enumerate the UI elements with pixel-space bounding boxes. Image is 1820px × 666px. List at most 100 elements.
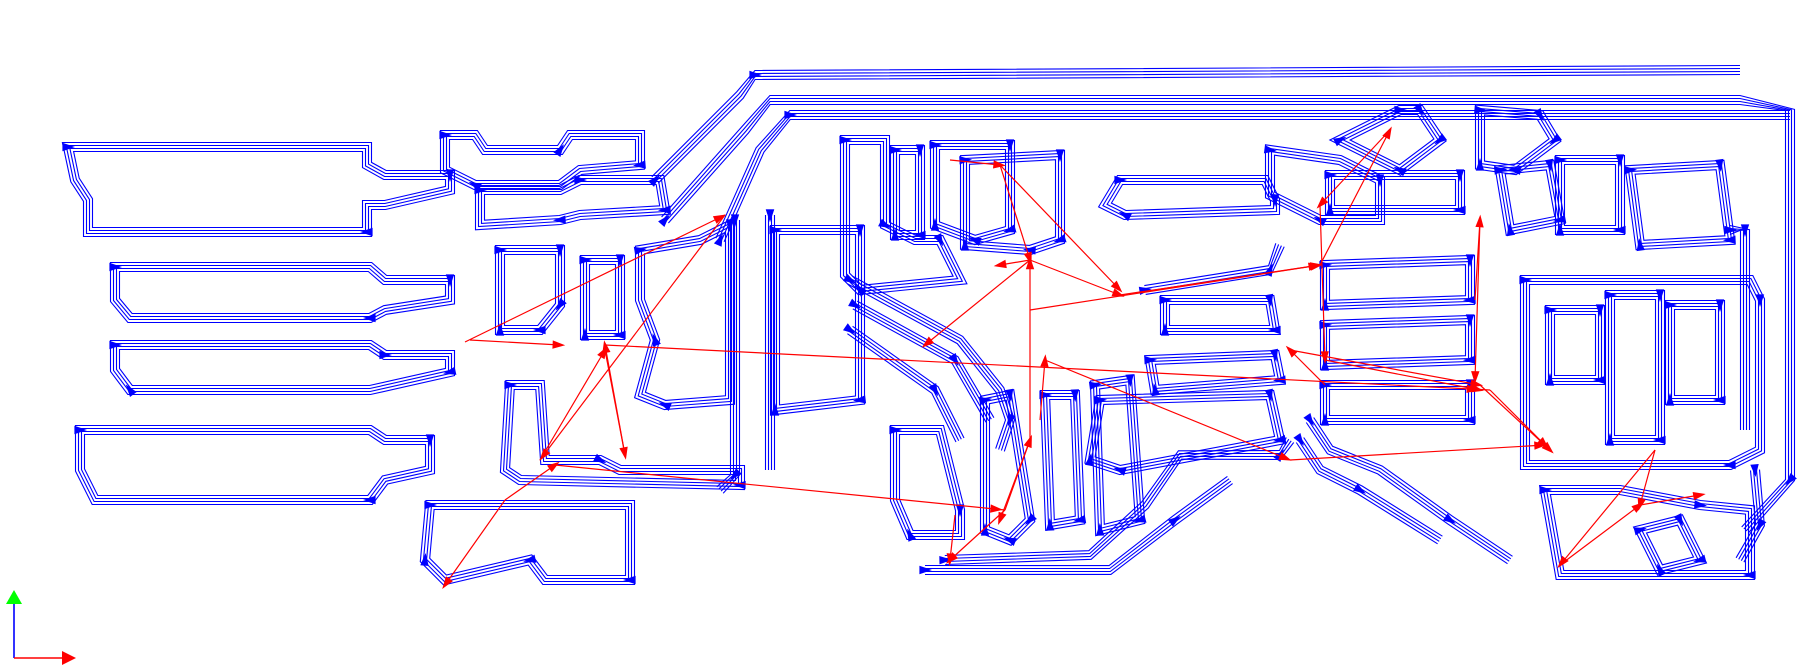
direction-arrow-icon-69: [1055, 149, 1065, 162]
direction-arrow-icon-205: [921, 336, 935, 348]
direction-arrow-icon-73: [843, 273, 857, 284]
rapid-move-31: [1289, 349, 1481, 386]
direction-arrow-icon-192: [602, 340, 611, 354]
direction-arrow-icon-20: [553, 215, 566, 224]
direction-arrow-icon-107: [1160, 323, 1170, 336]
direction-arrow-icon-54: [770, 403, 780, 416]
direction-arrow-icon-150: [1303, 413, 1314, 426]
direction-arrow-icon-88: [1070, 389, 1079, 402]
rapid-move-1: [539, 214, 726, 461]
cut-pass-163: [1328, 104, 1447, 176]
direction-arrow-icon-23: [555, 298, 567, 311]
direction-arrow-icon-59: [889, 145, 902, 155]
cut-pass-124: [1145, 246, 1285, 295]
direction-arrow-icon-8: [443, 366, 457, 375]
cut-pass-157: [1325, 385, 1470, 420]
direction-arrow-icon-159: [1593, 375, 1606, 385]
rapid-move-10: [554, 464, 1006, 511]
cut-pass-159: [1319, 379, 1476, 426]
direction-arrow-icon-34: [504, 380, 517, 390]
direction-arrow-icon-52: [855, 224, 865, 237]
direction-arrow-icon-158: [1595, 304, 1605, 317]
cut-pass-120: [1110, 183, 1272, 212]
cut-pass-128: [1168, 303, 1271, 327]
direction-arrow-icon-75: [848, 298, 862, 309]
rapid-move-33: [1559, 449, 1656, 566]
direction-arrow-icon-32: [658, 402, 672, 411]
direction-arrow-icon-97: [919, 565, 932, 575]
cut-pass-23: [474, 174, 671, 231]
direction-arrow-icon-14: [553, 144, 564, 157]
rapid-move-6: [1489, 389, 1546, 446]
cut-pass-92: [847, 333, 957, 443]
cut-pass-186: [1547, 307, 1603, 383]
direction-arrow-icon-56: [878, 218, 892, 229]
direction-arrow-icon-68: [959, 156, 972, 165]
direction-arrow-icon-38: [623, 575, 636, 585]
direction-arrow-icon-0: [62, 142, 75, 152]
cut-pass-79: [929, 139, 1016, 246]
cut-pass-137: [1091, 395, 1279, 470]
cut-pass-37: [505, 385, 740, 485]
direction-arrow-icon-165: [1664, 300, 1677, 310]
cut-pass-67: [769, 224, 866, 416]
direction-arrow-icon-189: [539, 448, 551, 461]
direction-arrow-icon-35: [593, 453, 607, 464]
rapid-move-29: [999, 164, 1031, 261]
cut-pass-28: [588, 263, 617, 332]
cut-pass-78: [932, 142, 1013, 243]
rapid-move-0: [464, 214, 726, 343]
direction-arrow-icon-143: [1549, 133, 1562, 145]
direction-arrow-icon-17: [474, 185, 487, 195]
cut-pass-174: [1310, 418, 1512, 560]
direction-arrow-icon-147: [1544, 158, 1554, 172]
direction-arrow-icon-40: [420, 553, 429, 566]
direction-arrow-icon-224: [1631, 502, 1644, 513]
cut-pass-139: [1084, 389, 1287, 476]
direction-arrow-icon-142: [1533, 108, 1544, 121]
cut-pass-64: [778, 233, 857, 406]
cut-pass-104: [1049, 398, 1076, 521]
cut-pass-219: [1729, 224, 1751, 430]
cut-pass-39: [499, 379, 746, 491]
cut-pass-47: [651, 64, 1741, 178]
direction-arrow-icon-117: [1263, 145, 1277, 154]
direction-arrow-icon-7: [379, 350, 392, 360]
cut-pass-125: [1145, 245, 1282, 293]
direction-arrow-icon-57: [933, 233, 944, 247]
direction-arrow-icon-109: [1269, 348, 1278, 362]
direction-arrow-icon-167: [1713, 395, 1726, 405]
direction-arrow-icon-71: [1023, 246, 1036, 255]
direction-arrow-icon-86: [980, 523, 990, 536]
cut-pass-185: [1550, 310, 1600, 380]
direction-arrow-icon-48: [730, 468, 742, 480]
direction-arrow-icon-12: [363, 495, 376, 505]
cut-pass-20: [483, 183, 661, 221]
cut-pass-142: [1267, 147, 1383, 223]
cut-pass-99: [889, 424, 966, 541]
cut-pass-155: [1319, 314, 1476, 371]
direction-arrow-icon-127: [1320, 298, 1330, 311]
rapid-move-17: [924, 259, 1031, 346]
direction-arrow-icon-121: [1455, 169, 1465, 182]
direction-arrow-icon-43: [658, 214, 670, 227]
direction-arrow-icon-210: [1320, 351, 1329, 364]
direction-arrow-icon-187: [1740, 224, 1750, 237]
cut-pass-141: [1270, 151, 1380, 220]
direction-arrow-icon-226: [1278, 452, 1292, 461]
direction-arrow-icon-185: [1756, 518, 1767, 532]
direction-arrow-icon-80: [955, 504, 965, 517]
direction-arrow-icon-156: [1723, 460, 1736, 470]
direction-arrow-icon-186: [1724, 225, 1737, 235]
cut-pass-14: [77, 427, 433, 503]
direction-arrow-icon-24: [533, 325, 546, 335]
cut-pass-105: [1046, 395, 1079, 524]
cut-pass-111: [1089, 374, 1146, 537]
direction-arrow-icon-78: [928, 383, 939, 397]
direction-arrow-icon-114: [1273, 434, 1287, 444]
cut-pass-45: [655, 70, 1741, 182]
cut-pass-44: [657, 73, 1741, 184]
cut-pass-132: [1154, 359, 1276, 386]
